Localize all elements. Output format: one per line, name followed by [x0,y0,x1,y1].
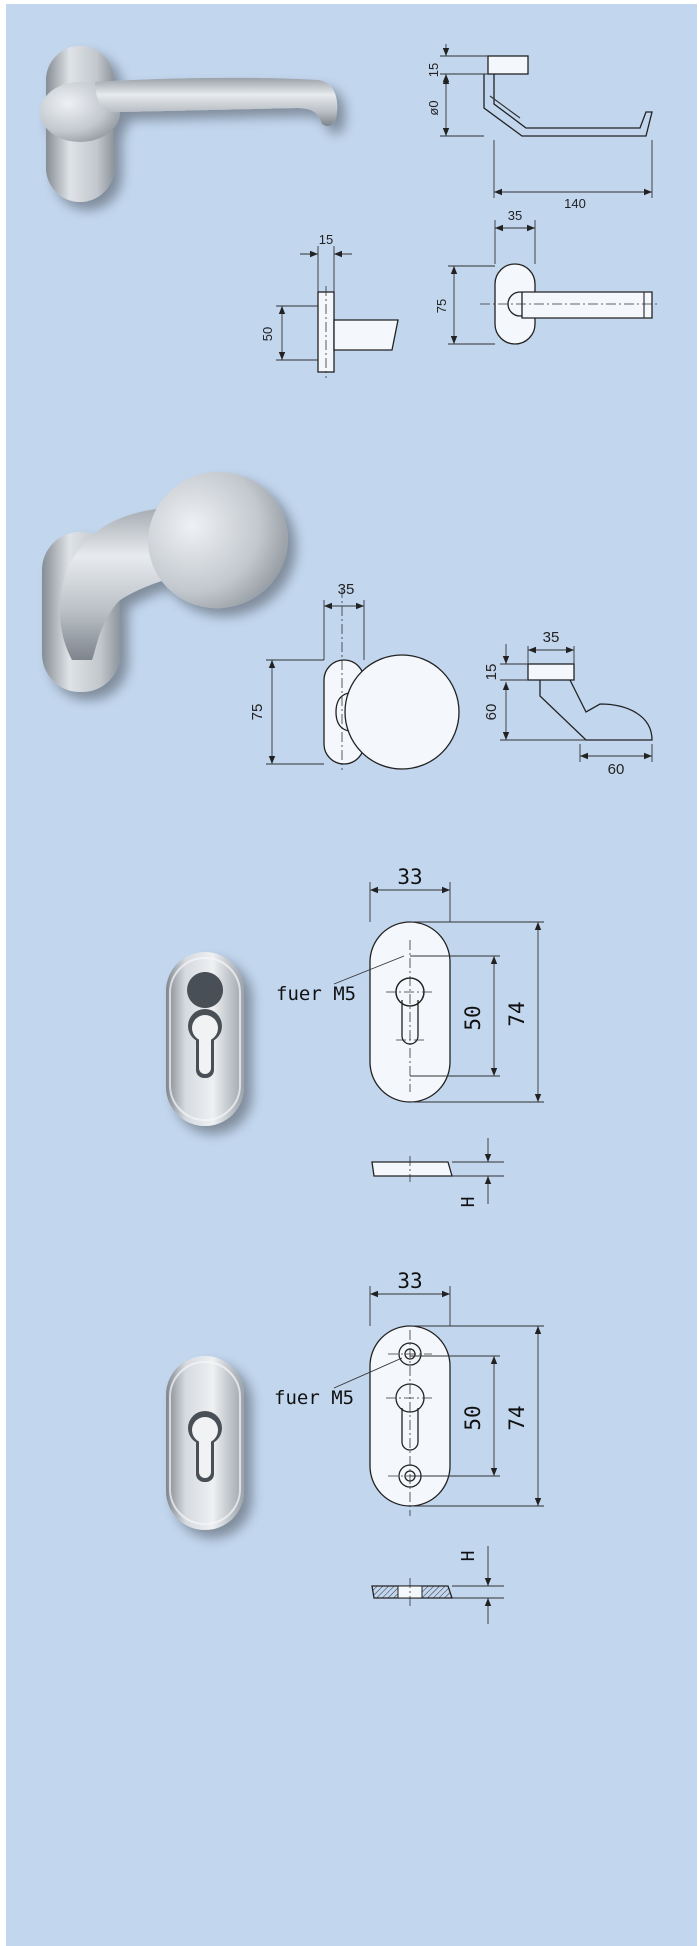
lever-top-view: 35 75 [434,208,660,345]
lever-top-height-label: 75 [434,299,449,313]
escutcheon-hidden-width-label: 33 [397,865,422,889]
escutcheon-visible-hole-distance-label: 50 [461,1405,485,1430]
lever-top-width-label: 35 [508,208,522,223]
escutcheon-hidden-front-view: 33 fuer M5 50 74 [276,865,544,1103]
lever-side-length-label: 140 [564,196,586,211]
escutcheon-visible-height-label: 74 [505,1405,529,1430]
escutcheon-hidden-product-icon [166,952,244,1126]
escutcheon-visible-section-view: H [371,1546,504,1624]
escutcheon-visible-width-label: 33 [397,1269,422,1293]
knob-front-width-label: 35 [338,581,355,598]
escutcheon-visible-section: 33 fuer M5 50 74 H [166,1269,544,1624]
escutcheon-hidden-section: 33 fuer M5 50 74 H [166,865,544,1207]
escutcheon-hidden-screw-label: fuer M5 [276,983,356,1005]
escutcheon-hidden-section-view: H [371,1138,504,1208]
lever-handle-product-icon [40,46,338,202]
escutcheon-visible-product-icon [166,1356,244,1530]
lever-end-height-label: 50 [260,327,275,341]
knob-handle-product-icon [42,471,288,692]
lever-end-view: 15 50 [260,232,399,378]
knob-side-view: 35 15 60 60 [483,629,653,778]
knob-front-height-label: 75 [249,704,266,721]
escutcheon-hidden-thickness-label: H [458,1197,479,1208]
escutcheon-visible-front-view: 33 fuer M5 50 74 [274,1269,544,1516]
knob-side-top-width-label: 35 [543,629,560,646]
knob-side-length-label: 60 [608,761,625,778]
escutcheon-hidden-hole-distance-label: 50 [461,1005,485,1030]
knob-handle-section: 35 75 35 15 60 60 [42,471,653,778]
knob-front-view: 35 75 [249,581,460,770]
lever-end-width-label: 15 [319,232,333,247]
escutcheon-visible-screw-label: fuer M5 [274,1387,354,1409]
lever-side-view: 15 ø0 140 [426,44,653,211]
lever-handle-section: 15 ø0 140 35 75 [40,44,660,378]
lever-side-height-top-label: 15 [426,63,441,77]
escutcheon-hidden-height-label: 74 [505,1001,529,1026]
knob-side-height-top-label: 15 [483,664,500,681]
lever-side-height-label: ø0 [426,100,441,115]
escutcheon-visible-thickness-label: H [458,1551,479,1562]
knob-side-height-mid-label: 60 [483,704,500,721]
